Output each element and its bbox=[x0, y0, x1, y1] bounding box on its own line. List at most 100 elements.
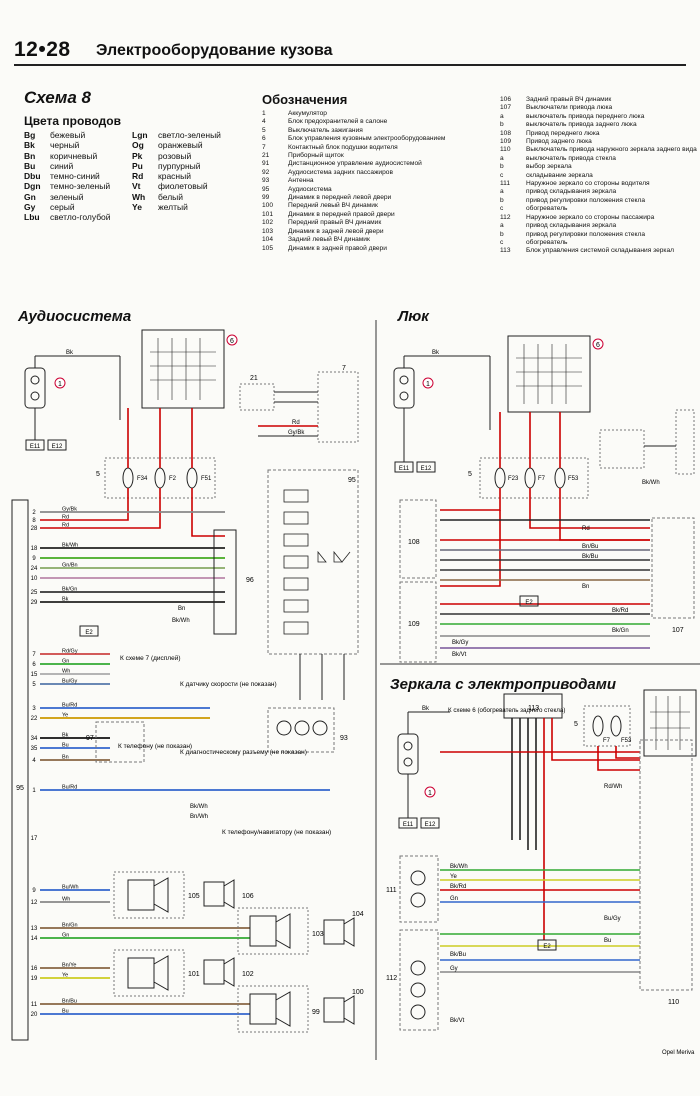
callout-5-label: 5 bbox=[574, 721, 578, 728]
legend-text: Задний правый ВЧ динамик bbox=[526, 96, 612, 103]
legend-code: Dgn bbox=[24, 181, 41, 192]
legend-code: с bbox=[500, 238, 504, 246]
legend-text: Блок предохранителей в салоне bbox=[288, 118, 388, 126]
legend-code: Pu bbox=[132, 160, 143, 171]
legend-code: 111 bbox=[500, 180, 511, 188]
battery-1-icon bbox=[397, 733, 419, 775]
wire-label-bn: Bn bbox=[582, 584, 589, 590]
callout-109-label: 109 bbox=[408, 621, 420, 628]
fuse-c-label: F53 bbox=[568, 476, 579, 482]
wire-label-bk: Bk bbox=[432, 350, 440, 356]
callout-100-label: 100 bbox=[352, 989, 364, 996]
audio-pin-wire-color: Ye bbox=[62, 973, 68, 979]
legend-code: Bk bbox=[24, 140, 35, 151]
callout-5-label: 5 bbox=[96, 471, 100, 478]
audio-pin-wire-color: Bn bbox=[62, 755, 69, 761]
audio-pin-number: 16 bbox=[31, 966, 38, 972]
wire-label-bkgy: Bk/Gy bbox=[452, 640, 468, 646]
wire-label-bkwh2: Bk/Wh bbox=[190, 804, 208, 810]
note-phone-nav: К телефону/навигатору (не показан) bbox=[222, 829, 331, 836]
wire-label-bk: Bk bbox=[66, 350, 74, 356]
legend-text: Динамик в передней правой двери bbox=[288, 210, 395, 218]
audio-pin-number: 25 bbox=[31, 590, 38, 596]
legend-text: Блок управления системой складывания зер… bbox=[526, 247, 674, 255]
fuse-a-label: F34 bbox=[137, 476, 148, 482]
audio-pin-number: 14 bbox=[31, 936, 38, 942]
callout-21-label: 21 bbox=[250, 375, 258, 382]
front-sunroof-motor-108 bbox=[399, 499, 437, 579]
callout-99-label: 99 bbox=[312, 1009, 320, 1016]
legend-text: Динамик в передней левой двери bbox=[288, 194, 392, 202]
battery-terminal-icon bbox=[30, 375, 40, 385]
audio-pin-number: 17 bbox=[31, 836, 38, 842]
section-mirrors-title: Зеркала с электроприводами bbox=[390, 676, 617, 693]
legend-text: выключатель привода переднего люка bbox=[526, 112, 645, 120]
wire-label-bkrd: Bk/Rd bbox=[450, 884, 466, 890]
wire-label-bkwh: Bk/Wh bbox=[642, 480, 660, 486]
audio-pin-wire-color: Ye bbox=[62, 713, 68, 719]
fuse-box-5 bbox=[479, 457, 589, 499]
legend-code: а bbox=[500, 154, 504, 162]
rear-sunroof-motor-109 bbox=[399, 581, 437, 663]
legend-row: а выключатель привода стекла bbox=[500, 155, 697, 163]
callout-6-label: 6 bbox=[230, 338, 234, 345]
fuse-a-label: F23 bbox=[508, 476, 519, 482]
audio-pin-number: 12 bbox=[31, 900, 38, 906]
audio-pin-wire-color: Bk bbox=[62, 733, 69, 739]
legend-text: выключатель привода стекла bbox=[526, 154, 616, 162]
legend-code: а bbox=[500, 188, 504, 196]
wire-label-bkwh: Bk/Wh bbox=[450, 864, 468, 870]
legend-text: Аудиосистема bbox=[288, 185, 332, 193]
audio-pin-wire-color: Bu/Rd bbox=[62, 785, 77, 791]
legend-code: Bu bbox=[24, 160, 36, 171]
remote-control-96 bbox=[213, 529, 237, 635]
legend-code: Bn bbox=[24, 150, 36, 161]
audio-pin-number: 9 bbox=[32, 888, 36, 894]
legend-row: 4 Блок предохранителей в салоне bbox=[262, 118, 445, 126]
legend-text: темно-синий bbox=[50, 171, 100, 182]
callout-96-label: 96 bbox=[246, 577, 254, 584]
legend-text: светло-зеленый bbox=[158, 130, 221, 140]
legend-code: 4 bbox=[262, 118, 266, 126]
legend-code: 102 bbox=[262, 219, 274, 227]
legend-text: оранжевый bbox=[158, 140, 203, 151]
audio-pin-wire-color: Rd/Gy bbox=[62, 649, 78, 655]
audio-pin-number: 6 bbox=[32, 662, 36, 668]
audio-pin-number: 15 bbox=[31, 672, 38, 678]
legend-code: b bbox=[500, 163, 504, 171]
audio-pin-number: 34 bbox=[31, 736, 38, 742]
page-number: 12•28 bbox=[14, 38, 71, 61]
wire-label-bkrd: Bk/Rd bbox=[612, 608, 628, 614]
audio-pin-wire-color: Bu bbox=[62, 1009, 69, 1015]
wire-label-gybk: Gy/Bk bbox=[288, 430, 305, 436]
legend-code: Vt bbox=[132, 181, 141, 192]
callout-1 bbox=[54, 377, 66, 389]
ignition-switch bbox=[643, 689, 697, 757]
audio-pin-number: 20 bbox=[31, 1012, 38, 1018]
fuse-c-label: F51 bbox=[201, 476, 212, 482]
legend-text: красный bbox=[158, 171, 191, 182]
section-audio-title: Аудиосистема bbox=[18, 308, 132, 325]
